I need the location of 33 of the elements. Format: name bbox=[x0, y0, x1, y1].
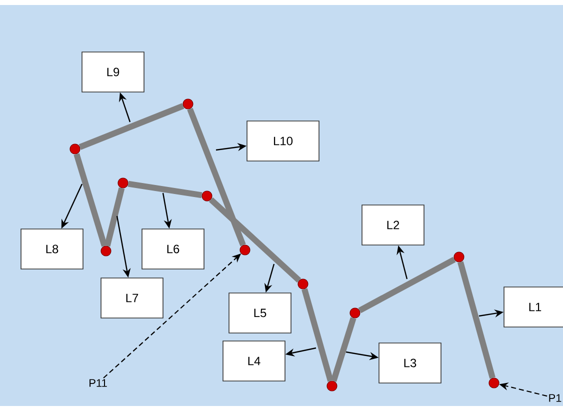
point-label: P1 bbox=[549, 394, 562, 402]
bar-segment bbox=[128, 180, 202, 198]
label-box: L3 bbox=[378, 342, 442, 384]
vertex-dot bbox=[454, 252, 464, 262]
label-box: L4 bbox=[222, 340, 286, 382]
bar-segment bbox=[104, 187, 125, 247]
label-box: L6 bbox=[142, 228, 204, 270]
bar-segment bbox=[302, 288, 334, 382]
vertex-dot bbox=[100, 246, 112, 256]
bar-segment bbox=[458, 261, 496, 379]
label-box: L8 bbox=[20, 228, 84, 270]
label-box: L7 bbox=[100, 278, 164, 318]
vertex-dot bbox=[70, 144, 80, 154]
vertex-dot bbox=[118, 178, 128, 188]
vertex-dot bbox=[350, 308, 360, 318]
bar-segment bbox=[358, 256, 456, 314]
vertex-dot bbox=[202, 190, 212, 202]
bar-segment bbox=[208, 197, 302, 283]
bar-segment bbox=[330, 317, 356, 382]
vertex-dot bbox=[326, 380, 338, 392]
bar-segment bbox=[187, 108, 246, 246]
label-box: L2 bbox=[362, 204, 424, 246]
vertex-dot bbox=[240, 244, 250, 256]
vertex-dot bbox=[298, 278, 308, 290]
label-box: L9 bbox=[82, 52, 144, 92]
label-box: L10 bbox=[246, 120, 320, 162]
vertex-dot bbox=[488, 378, 500, 388]
bar-segment bbox=[74, 153, 108, 247]
point-label: P11 bbox=[90, 379, 107, 387]
vertex-dot bbox=[182, 98, 194, 110]
bar-segment bbox=[78, 103, 184, 150]
label-box: L5 bbox=[228, 292, 292, 334]
label-box: L1 bbox=[504, 286, 563, 328]
